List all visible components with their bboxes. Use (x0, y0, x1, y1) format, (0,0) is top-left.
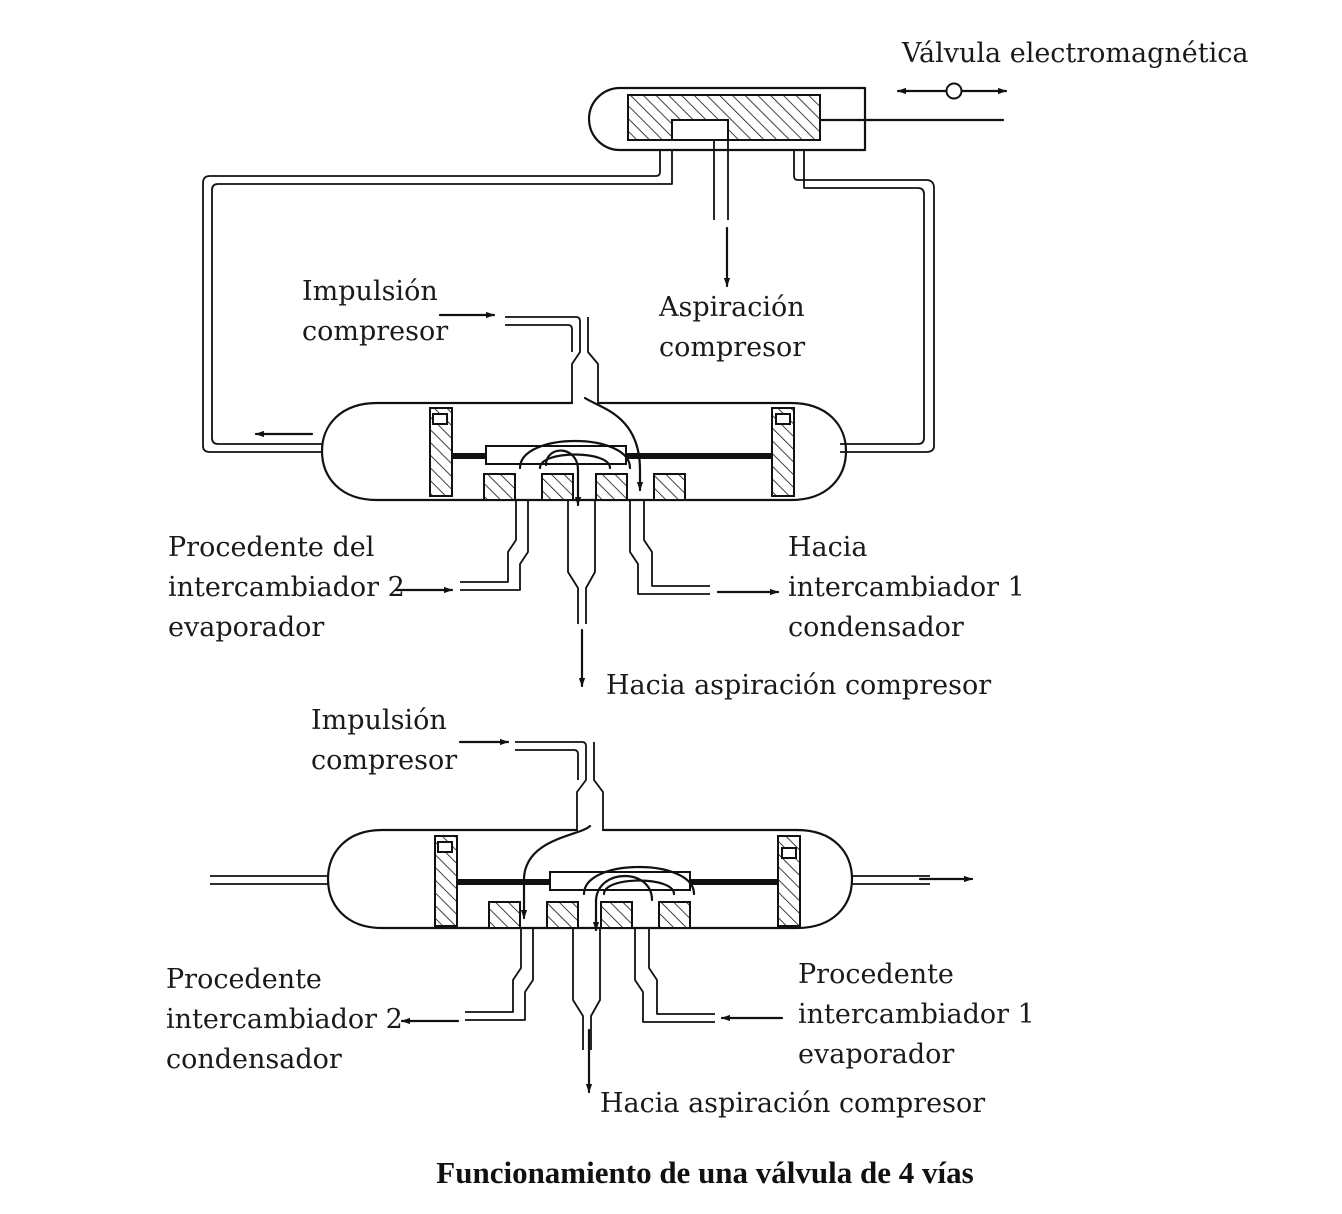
bottom-valve-body (326, 828, 854, 930)
bottom-from-exchanger1-label-1: Procedente (798, 959, 954, 990)
top-from-exchanger-label-2: intercambiador 2 (168, 572, 405, 603)
top-from-exchanger-label-1: Procedente del (168, 532, 374, 563)
top-valve-body (320, 401, 848, 502)
bottom-seat-3 (600, 901, 633, 929)
bottom-seat-2 (546, 901, 579, 929)
top-discharge-label-2: compresor (302, 316, 448, 347)
top-seat-2 (541, 473, 574, 501)
bottom-bottom-ports (400, 928, 784, 1094)
bottom-from-exchanger1-label-3: evaporador (798, 1039, 954, 1070)
pilot-capillary-loop (202, 150, 935, 453)
top-to-suction-label: Hacia aspiración compresor (606, 670, 991, 701)
top-left-piston (429, 407, 453, 497)
top-to-exchanger-label-3: condensador (788, 612, 964, 643)
top-internal-flow-arrow (544, 449, 582, 507)
top-seat-4 (653, 473, 686, 501)
solenoid-label: Válvula electromagnética (901, 38, 1249, 69)
top-from-exchanger-label-3: evaporador (168, 612, 324, 643)
solenoid-pilot-valve (587, 82, 1008, 288)
bottom-seat-4 (658, 901, 691, 929)
suction-label-1: Aspiración (658, 292, 805, 323)
top-right-piston (771, 407, 795, 497)
top-seat-3 (595, 473, 628, 501)
top-seat-1 (483, 473, 516, 501)
pilot-spool-slot (671, 119, 729, 141)
bottom-discharge-label-2: compresor (311, 745, 457, 776)
figure-caption: Funcionamiento de una válvula de 4 vías (436, 1155, 973, 1190)
bottom-from-exchanger2-label-2: intercambiador 2 (166, 1004, 403, 1035)
bottom-discharge-pipe (458, 738, 604, 920)
solenoid-circle-icon (945, 82, 963, 100)
bottom-from-exchanger2-label-1: Procedente (166, 964, 322, 995)
bottom-discharge-label-1: Impulsión (311, 705, 447, 736)
top-discharge-flow-arrow (583, 396, 644, 492)
top-discharge-label-1: Impulsión (302, 276, 438, 307)
top-to-exchanger-label-2: intercambiador 1 (788, 572, 1025, 603)
suction-label-2: compresor (659, 332, 805, 363)
bottom-valve-diagram: Impulsión compresor Procedente intercamb… (166, 705, 1035, 1119)
bottom-from-exchanger2-label-3: condensador (166, 1044, 342, 1075)
top-valve-diagram: Válvula electromagnética Impulsión compr… (168, 38, 1249, 701)
top-to-exchanger-label-1: Hacia (788, 532, 868, 563)
top-bottom-ports (394, 500, 780, 688)
bottom-from-exchanger1-label-2: intercambiador 1 (798, 999, 1035, 1030)
bottom-seat-1 (488, 901, 521, 929)
bottom-to-suction-label: Hacia aspiración compresor (600, 1088, 985, 1119)
bottom-internal-flow-arrow (592, 875, 654, 932)
top-discharge-pipe (438, 311, 644, 492)
bottom-discharge-flow-arrow (520, 824, 592, 920)
